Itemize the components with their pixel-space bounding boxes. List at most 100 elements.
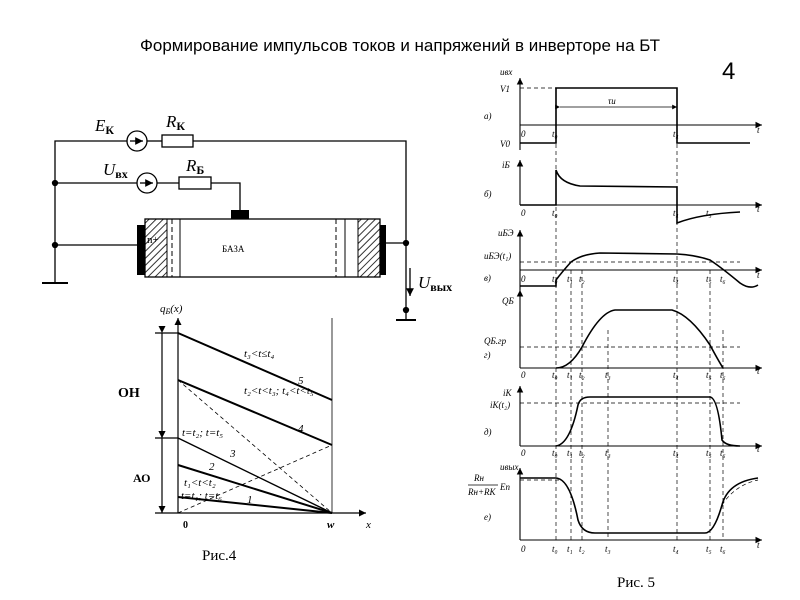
fig4-on-label: ОН: [118, 386, 140, 401]
fig5-gridlines: [520, 87, 740, 540]
fig5-v-letter: в): [484, 273, 491, 283]
tick-label-5-5: t₄: [673, 544, 679, 554]
fig4-line-2-range: t₁<t<t₂: [184, 477, 216, 489]
wave-b: [520, 169, 741, 225]
fig4-line-1: [177, 496, 333, 514]
fig5-a-letter: а): [484, 111, 492, 121]
fig5-v1: V1: [500, 84, 510, 94]
tick-label-3-0: 0: [521, 370, 526, 380]
ek-label: EК: [94, 116, 114, 137]
tick-label-1-5: t₄: [673, 208, 679, 218]
tick-label-4-2: t₁: [567, 448, 573, 458]
fig5-g-ylabel: QБ: [502, 296, 514, 306]
fig4-line-5: [177, 332, 333, 401]
transistor-body: [137, 210, 386, 278]
wave-g: [555, 309, 724, 369]
t-axis-label-3: t: [757, 366, 760, 376]
fig4-line-5-range: t₃<t≤t₄: [244, 348, 274, 360]
tick-label-4-3: t₂: [579, 448, 585, 458]
page-title: Формирование импульсов токов и напряжени…: [139, 36, 661, 55]
tick-label-5-1: t₀: [552, 544, 558, 554]
t-axis-label-1: t: [757, 204, 760, 214]
tick-label-5-3: t₂: [579, 544, 585, 554]
tick-label-3-5: t₄: [673, 370, 679, 380]
t-axis-label-0: t: [757, 125, 760, 135]
tick-label-5-2: t₁: [567, 544, 573, 554]
slide-number: 4: [722, 58, 736, 85]
tick-label-4-4: t₃: [605, 448, 611, 458]
tick-label-3-3: t₂: [579, 370, 585, 380]
wave-v: [520, 252, 759, 288]
fig4-line-3-range: t=t₂; t=t₅: [182, 427, 223, 439]
tick-label-3-6: t₅: [706, 370, 712, 380]
fig4-line-3-num: 3: [229, 448, 236, 460]
fig5-e-level-e: Eп: [499, 482, 510, 492]
fig5-d-letter: д): [484, 427, 492, 437]
tick-label-2-7: t₆: [720, 274, 726, 284]
fig4-caption: Рис.4: [202, 548, 237, 564]
tick-label-1-1: t₀: [552, 208, 558, 218]
fig4-line-4: [177, 379, 333, 446]
fig5-g-level: QБ.гр: [484, 336, 507, 346]
tick-label-4-5: t₄: [673, 448, 679, 458]
fig5-v-level: uБЭ(t₁): [484, 251, 511, 261]
fig5-e-ylabel: uвых: [500, 462, 519, 472]
t-axis-label-5: t: [757, 540, 760, 550]
tick-label-3-4: t₃: [605, 370, 611, 380]
tick-label-2-1: t₀: [552, 274, 558, 284]
fig4-w-label: w: [327, 519, 335, 531]
fig5-g-letter: г): [484, 350, 491, 360]
rb-resistor-icon: [178, 176, 212, 190]
tick-label-1-6: t₅: [706, 208, 712, 218]
fig5-waveforms: [520, 87, 759, 534]
t-axis-label-2: t: [757, 270, 760, 280]
tick-label-0-1: t₀: [552, 129, 558, 139]
fig5-d-ylabel: iК: [503, 388, 513, 398]
fig4-line-5-num: 5: [298, 375, 304, 387]
tick-label-3-7: t₆: [720, 370, 726, 380]
uin-label: Uвх: [103, 160, 128, 181]
tick-label-2-6: t₅: [706, 274, 712, 284]
fig4-line-2-num: 2: [209, 461, 215, 473]
fig5-v-ylabel: uБЭ: [498, 228, 514, 238]
fig5-e-level-den: Rн+RК: [467, 487, 497, 497]
fig4-lines: [177, 332, 333, 514]
wave-e: [520, 477, 759, 534]
wave-d: [555, 396, 741, 447]
fig4-origin: 0: [183, 520, 188, 531]
rk-label: RК: [165, 112, 185, 133]
nplus-label: n+: [147, 234, 159, 246]
rb-label: RБ: [185, 156, 204, 177]
fig4-labels: qБ(x) x 0 w ОН АО 1 t=t₁; t=t₆ 2 t₁<t<t₂…: [118, 303, 371, 531]
fig5-v0: V0: [500, 139, 510, 149]
tick-label-1-0: 0: [521, 208, 526, 218]
fig5-e-letter: е): [484, 512, 491, 522]
fig5-a-ylabel: uвх: [500, 67, 512, 77]
fig5-b-letter: б): [484, 189, 492, 199]
t-axis-label-4: t: [757, 444, 760, 454]
circuit-diagram: [42, 140, 416, 321]
uin-source-icon: [136, 172, 158, 194]
tick-label-5-6: t₅: [706, 544, 712, 554]
fig5-labels: V1 V0 τи uвх а) iБ б) uБЭ uБЭ(t₁) в) QБ …: [467, 67, 616, 522]
fig4-axes: [155, 318, 366, 517]
tick-label-0-0: 0: [521, 129, 526, 139]
tick-label-2-5: t₄: [673, 274, 679, 284]
fig4-xlabel: x: [365, 519, 371, 531]
tick-label-4-1: t₀: [552, 448, 558, 458]
fig4-ylabel: qБ(x): [160, 303, 183, 316]
tick-label-5-4: t₃: [605, 544, 611, 554]
tick-label-2-0: 0: [521, 274, 526, 284]
tick-label-4-0: 0: [521, 448, 526, 458]
fig5-e-level-num: Rн: [473, 473, 484, 483]
tick-label-4-6: t₅: [706, 448, 712, 458]
fig4-line-2: [177, 464, 333, 514]
wave-a: [520, 87, 750, 144]
tick-label-5-0: 0: [521, 544, 526, 554]
fig4-ao-label: АО: [133, 471, 150, 485]
tick-label-0-5: t₄: [673, 129, 679, 139]
fig4-line-4-num: 4: [298, 423, 304, 435]
tick-label-5-7: t₆: [720, 544, 726, 554]
tick-label-3-2: t₁: [567, 370, 573, 380]
